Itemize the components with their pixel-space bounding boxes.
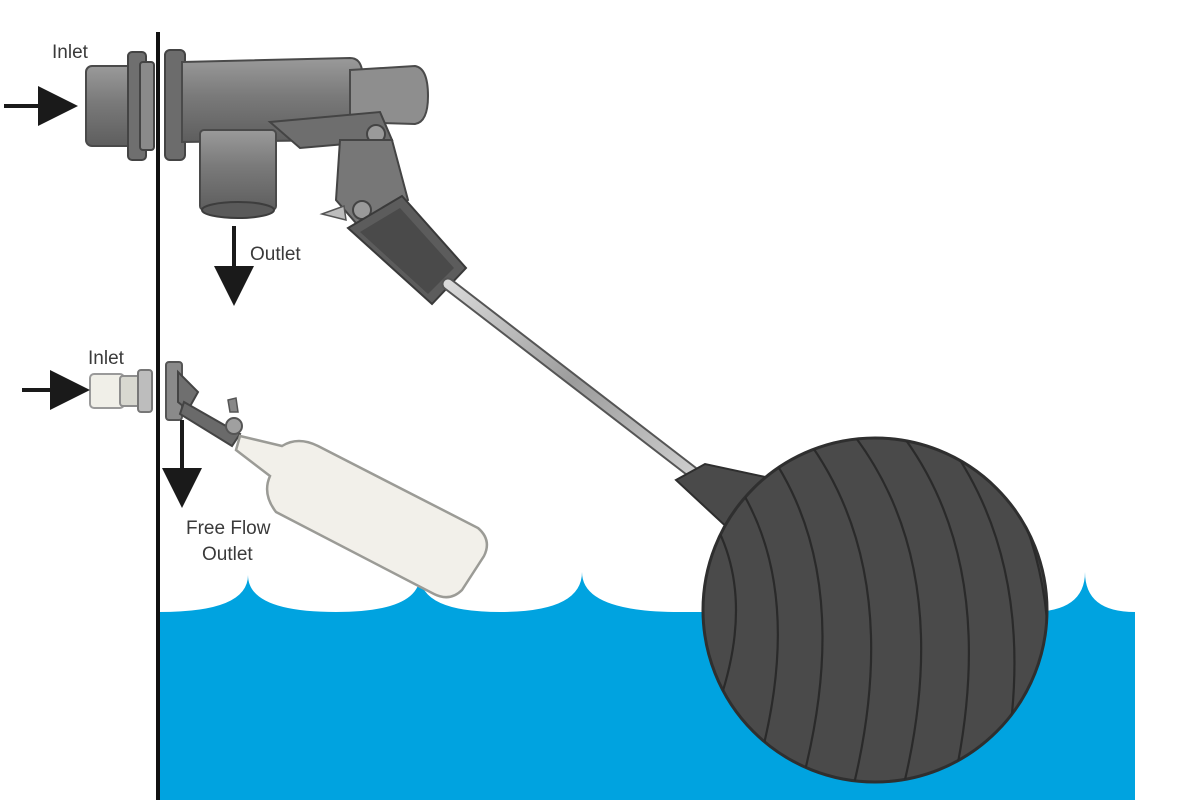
- small-valve-inlet-label: Inlet: [88, 348, 125, 369]
- small-float: [234, 434, 489, 599]
- small-float-valve: [89, 361, 243, 448]
- large-float-valve: [85, 49, 468, 306]
- small-valve-outlet-label-line1: Free Flow: [186, 518, 271, 539]
- large-valve-outlet-label: Outlet: [250, 244, 301, 265]
- large-valve-inlet-label: Inlet: [52, 42, 89, 63]
- small-valve-outlet-label-line2: Outlet: [202, 544, 253, 565]
- float-ball: [674, 436, 1049, 784]
